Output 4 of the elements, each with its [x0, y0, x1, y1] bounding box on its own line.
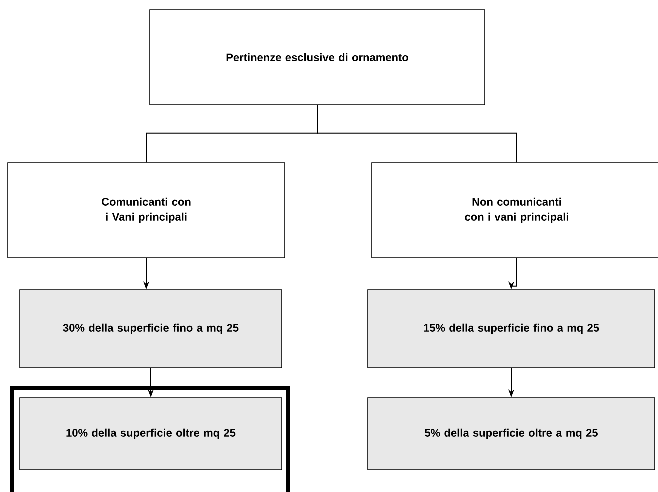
category-box: Comunicanti con i Vani principali [8, 162, 286, 258]
category-box: Non comunicanti con i vani principali [372, 162, 658, 258]
connector [317, 104, 518, 164]
title-box: Pertinenze esclusive di ornamento [150, 10, 486, 106]
